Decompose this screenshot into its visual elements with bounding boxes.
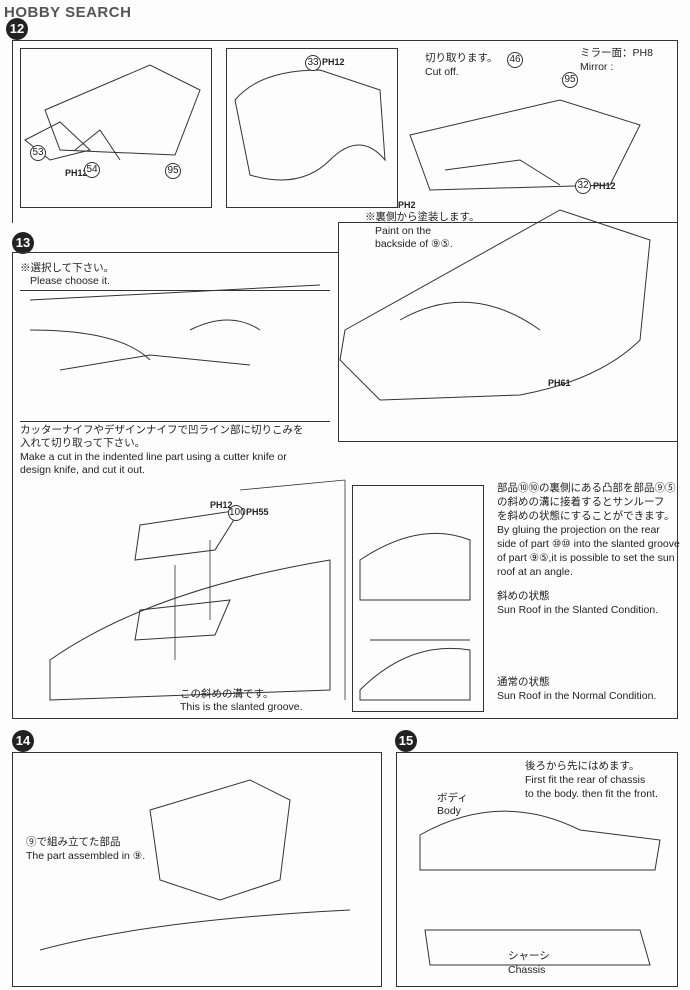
paint-code: PH12 [322,57,345,67]
mirror-en: Mirror : [580,61,614,73]
mirror-jp: ミラー面：PH8 [580,47,653,59]
fit-en-2: to the body. then fit the front. [525,788,658,800]
part-33: 33 [305,55,321,71]
choose-jp: ※選択して下さい。 [20,262,115,274]
desc-en-2: side of part ⑩⑩ into the slanted groove [497,538,680,550]
chassis-jp: シャーシ [508,950,550,962]
cut-instruction-en-2: design knife, and cut it out. [20,464,145,476]
desc-jp-1: 部品⑩⑩の裏側にある凸部を部品⑨⑤ [497,482,676,494]
assembled-en: The part assembled in ⑨. [26,850,146,862]
paint-code: PH12 [210,500,233,510]
assembled-jp: ⑨で組み立てた部品 [26,836,121,848]
slanted-en: Sun Roof in the Slanted Condition. [497,604,659,616]
step-number-15: 15 [395,730,417,752]
fit-en-1: First fit the rear of chassis [525,774,646,786]
cut-instruction-en-1: Make a cut in the indented line part usi… [20,451,287,463]
desc-en-3: of part ⑨⑤,it is possible to set the sun [497,552,675,564]
part-32: 32 [575,178,591,194]
part-46: 46 [507,52,523,68]
chassis-en: Chassis [508,964,546,976]
backside-en-1: Paint on the [375,225,432,237]
part-100: 100 [228,505,246,521]
desc-en-4: roof at an angle. [497,566,573,578]
step-12-inset-interior [226,48,398,208]
step-number-14: 14 [12,730,34,752]
cut-instruction-jp-2: 入れて切り取って下さい。 [20,437,146,449]
cut-off-jp: 切り取ります。 [425,52,498,64]
desc-jp-3: を斜めの状態にすることができます。 [497,510,675,522]
step-12-inset-roof [20,48,212,208]
sunroof-detail-frame [352,485,484,712]
step-13-lower-frame [12,440,678,719]
paint-code: PH12 [593,181,616,191]
paint-code: PH61 [548,378,571,388]
step-12-body-frame [338,222,678,442]
groove-jp: この斜めの溝です。 [180,688,274,700]
backside-en-2: backside of ⑨⑤. [375,238,453,250]
part-95: 95 [165,163,181,179]
body-en: Body [437,805,461,817]
step-number-12: 12 [6,18,28,40]
normal-en: Sun Roof in the Normal Condition. [497,690,657,702]
watermark: HOBBY SEARCH [4,4,132,21]
paint-code: PH2 [398,200,416,210]
desc-en-1: By gluing the projection on the rear [497,524,660,536]
part-53: 53 [30,145,46,161]
cut-instruction-jp-1: カッターナイフやデザインナイフで凹ライン部に切りこみを [20,424,304,436]
part-95: 95 [562,72,578,88]
choose-en: Please choose it. [30,275,110,287]
body-jp: ボディ [437,792,468,804]
normal-jp: 通常の状態 [497,676,550,688]
paint-code: PH55 [246,507,269,517]
step-number-13: 13 [12,232,34,254]
step-13-frame [12,252,339,441]
part-54: 54 [84,162,100,178]
cutting-illustration [20,290,330,422]
backside-jp: ※裏側から塗装します。 [365,211,480,223]
cut-off-en: Cut off. [425,66,459,78]
desc-jp-2: の斜めの溝に接着するとサンルーフ [497,496,665,508]
step-15-frame [396,752,678,987]
paint-code: PH12 [65,168,88,178]
slanted-jp: 斜めの状態 [497,590,550,602]
step-14-frame [12,752,382,987]
fit-jp: 後ろから先にはめます。 [525,760,640,772]
step-12-frame [12,40,678,223]
groove-en: This is the slanted groove. [180,701,303,713]
